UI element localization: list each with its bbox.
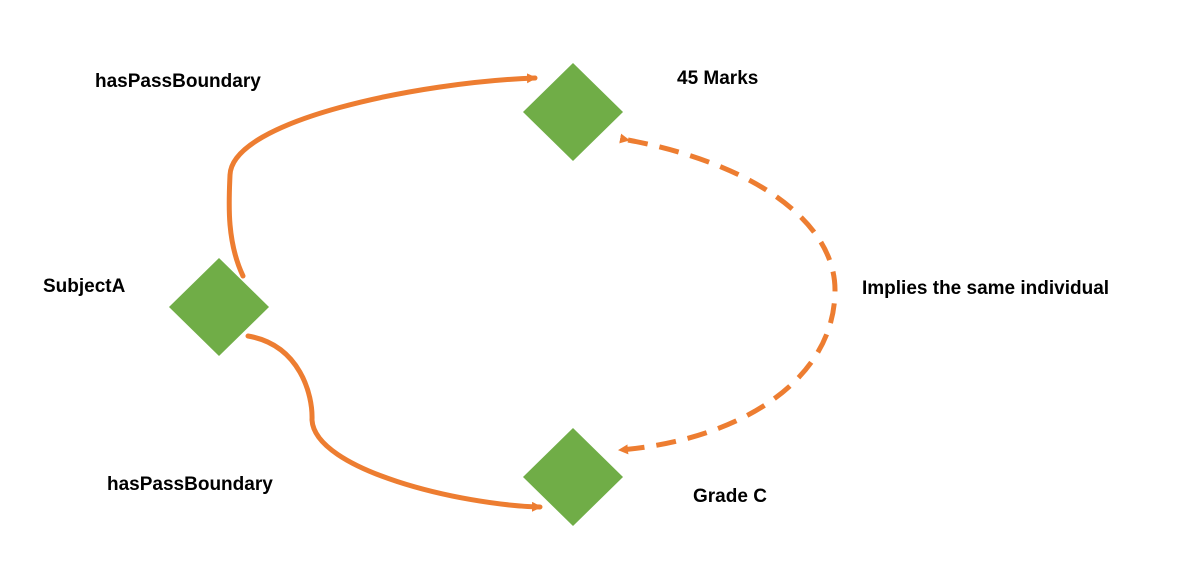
- node-label-45-marks: 45 Marks: [677, 68, 758, 89]
- node-subject-a: [169, 258, 269, 356]
- edge-top-has-pass-boundary: [226, 73, 538, 279]
- node-grade-c: [523, 428, 623, 526]
- edge-bottom-has-pass-boundary: [245, 333, 543, 512]
- edge-same-individual-dashed: [618, 133, 838, 455]
- node-label-subject-a: SubjectA: [43, 276, 126, 297]
- node-45-marks: [523, 63, 623, 161]
- edge-label-same-individual: Implies the same individual: [862, 278, 1109, 299]
- edge-label-bottom: hasPassBoundary: [107, 474, 273, 495]
- node-label-grade-c: Grade C: [693, 486, 767, 507]
- edge-label-top: hasPassBoundary: [95, 71, 261, 92]
